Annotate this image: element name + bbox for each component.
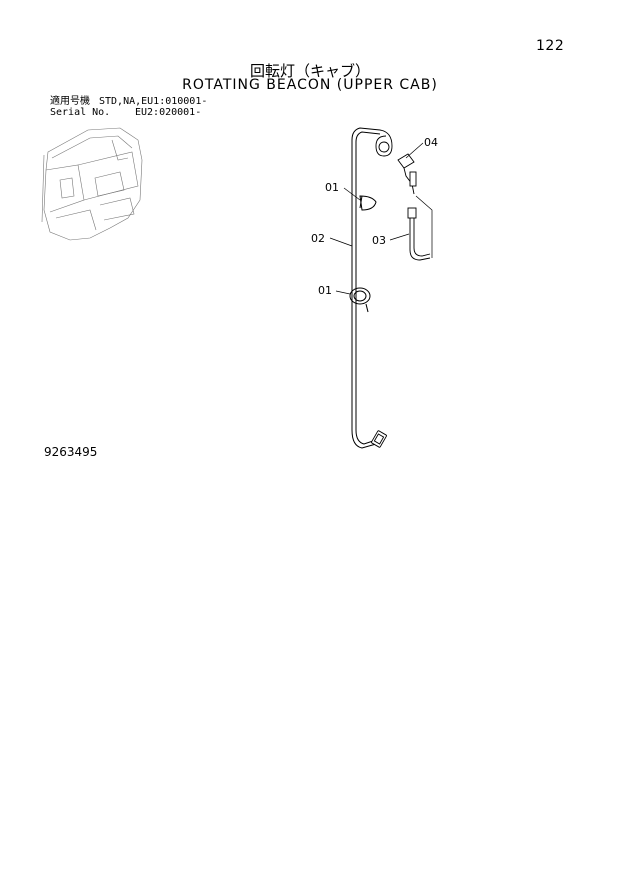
clip-01-lower — [349, 287, 371, 313]
callout-01-lower: 01 — [318, 284, 332, 297]
callout-04: 04 — [424, 136, 438, 149]
machine-thumbnail — [41, 127, 143, 241]
harness-03 — [407, 195, 433, 261]
serial-range-std: STD,NA,EU1:010001- — [99, 96, 208, 107]
callout-03: 03 — [372, 234, 386, 247]
callout-01-upper: 01 — [325, 181, 339, 194]
clip-01-upper — [359, 195, 377, 211]
title-english: ROTATING BEACON (UPPER CAB) — [182, 77, 438, 93]
serial-label-english: Serial No. — [50, 107, 111, 118]
harness-02 — [351, 127, 381, 449]
title-japanese: 回転灯（キャブ） — [249, 62, 370, 80]
document-number: 9263495 — [44, 445, 98, 459]
serial-label-japanese: 適用号機 — [50, 96, 90, 107]
serial-range-eu2: EU2:020001- — [135, 107, 202, 118]
bottom-connector — [371, 430, 387, 448]
callout-02: 02 — [311, 232, 325, 245]
page-number: 122 — [536, 38, 565, 54]
beacon-mount-04 — [375, 129, 417, 195]
leader-lines — [329, 142, 424, 295]
